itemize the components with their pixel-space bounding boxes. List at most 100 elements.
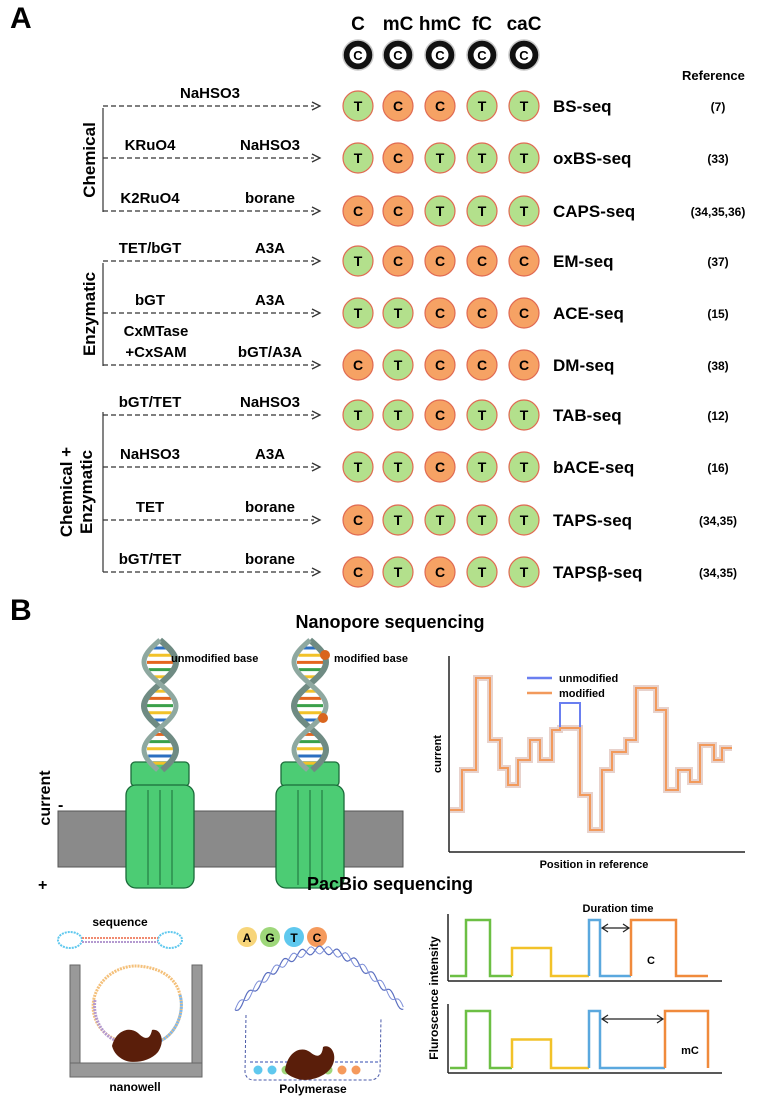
result-letter: T xyxy=(520,98,529,114)
result-letter: C xyxy=(353,564,363,580)
method-name: BS-seq xyxy=(553,97,612,116)
result-circle xyxy=(466,142,498,174)
result-circle xyxy=(342,245,374,277)
loose-dna xyxy=(234,945,404,1063)
reagent-1-line2: +CxSAM xyxy=(125,344,186,361)
nucleotide-bead xyxy=(267,1065,277,1075)
fluo-top-label: C xyxy=(647,955,655,967)
result-letter: C xyxy=(393,203,403,219)
pulse-green xyxy=(450,918,512,978)
pulse-yellow xyxy=(510,946,589,978)
result-circle xyxy=(508,90,540,122)
result-circle xyxy=(382,349,414,381)
result-circle xyxy=(508,504,540,536)
result-letter: C xyxy=(435,357,445,373)
arrow-head xyxy=(656,1014,665,1024)
result-letter: C xyxy=(353,512,363,528)
result-circle xyxy=(466,245,498,277)
helix-strand xyxy=(291,638,329,772)
result-circle xyxy=(424,399,456,431)
plus-sign: + xyxy=(38,877,47,894)
result-circle xyxy=(424,245,456,277)
polymerase-shape-left xyxy=(112,1029,162,1062)
base-header-1: C xyxy=(351,14,365,35)
result-circle xyxy=(342,297,374,329)
group-label-enzymatic-2: Enzymatic xyxy=(77,450,96,534)
result-circle xyxy=(382,451,414,483)
result-letter: T xyxy=(394,407,403,423)
signal-ylabel: current xyxy=(432,735,444,773)
reagent-2: borane xyxy=(245,190,295,207)
reagent-2: borane xyxy=(245,551,295,568)
method-name: TAB-seq xyxy=(553,406,622,425)
base-header-inner xyxy=(349,46,367,64)
base-header-letter: C xyxy=(353,48,363,63)
arrow-head xyxy=(622,923,631,933)
dna-strand xyxy=(234,946,404,1011)
modified-base-marker xyxy=(320,650,330,660)
result-letter: T xyxy=(520,203,529,219)
result-letter: C xyxy=(353,203,363,219)
result-letter: C xyxy=(519,357,529,373)
reagent-1: bGT xyxy=(135,292,165,309)
reagent-1: KRuO4 xyxy=(125,137,176,154)
result-letter: C xyxy=(393,150,403,166)
helix-strand xyxy=(141,638,179,772)
result-circle xyxy=(424,195,456,227)
pacbio-title: PacBio sequencing xyxy=(307,874,473,894)
method-name: bACE-seq xyxy=(553,458,634,477)
result-letter: T xyxy=(520,512,529,528)
base-header-5: caC xyxy=(507,14,542,35)
arrow-head xyxy=(311,567,322,577)
method-name: EM-seq xyxy=(553,252,613,271)
pore-cap xyxy=(130,761,190,787)
pore-cap xyxy=(280,761,340,787)
base-header-letter: C xyxy=(519,48,529,63)
result-letter: T xyxy=(520,150,529,166)
polymerase-shape-right xyxy=(285,1046,335,1080)
signal-chart: unmodified modified current Position in … xyxy=(432,656,745,871)
result-letter: T xyxy=(354,150,363,166)
sequence-label: sequence xyxy=(92,915,148,929)
duration-time-label: Duration time xyxy=(583,903,654,915)
result-letter: T xyxy=(478,407,487,423)
reference-value: (7) xyxy=(711,100,726,114)
base-header-inner xyxy=(473,46,491,64)
zmw-outline xyxy=(244,1014,382,1081)
method-name: DM-seq xyxy=(553,356,614,375)
result-circle xyxy=(342,556,374,588)
result-letter: T xyxy=(436,150,445,166)
reagent-1: NaHSO3 xyxy=(120,446,180,463)
arrow-head xyxy=(311,256,322,266)
reagent-1: TET xyxy=(136,499,164,516)
method-name: ACE-seq xyxy=(553,304,624,323)
arrow-head xyxy=(311,462,322,472)
result-circle xyxy=(342,195,374,227)
modified-base-marker xyxy=(318,713,328,723)
reagent-1: bGT/TET xyxy=(119,394,182,411)
result-circle xyxy=(466,504,498,536)
fluorescence-panel xyxy=(447,914,722,982)
arrow-head xyxy=(311,360,322,370)
result-letter: C xyxy=(393,98,403,114)
result-circle xyxy=(342,90,374,122)
nucleotide-badge xyxy=(307,927,327,947)
reagent-1: bGT/TET xyxy=(119,551,182,568)
result-letter: T xyxy=(354,407,363,423)
result-letter: C xyxy=(477,253,487,269)
nanopore xyxy=(275,637,345,889)
nanopore-current-label: current xyxy=(37,770,54,826)
result-letter: T xyxy=(354,305,363,321)
result-circle xyxy=(424,556,456,588)
reagent-2: borane xyxy=(245,499,295,516)
result-circle xyxy=(382,399,414,431)
result-letter: T xyxy=(394,305,403,321)
result-letter: T xyxy=(354,459,363,475)
